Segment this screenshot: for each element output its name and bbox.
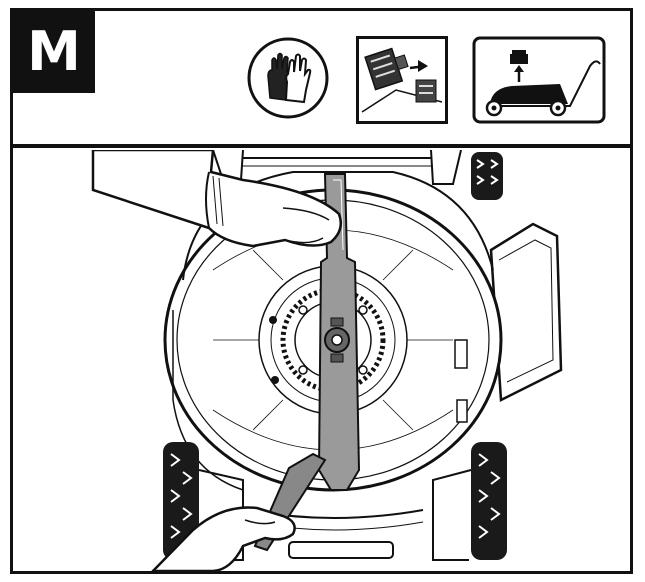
mower-underside-illustration — [13, 150, 630, 571]
bottom-hand-with-wrench — [151, 452, 327, 571]
rear-wheel-right — [471, 152, 503, 200]
instruction-frame — [10, 8, 633, 574]
tilt-mower-icon — [472, 36, 606, 124]
front-wheel-right — [471, 442, 507, 560]
unplug-spark-plug-icon — [356, 36, 448, 124]
front-wheel-left — [163, 442, 199, 560]
gloves-icon — [246, 36, 330, 120]
top-hand — [91, 150, 342, 248]
instruction-header — [10, 8, 633, 148]
step-letter-badge: M — [13, 11, 95, 93]
